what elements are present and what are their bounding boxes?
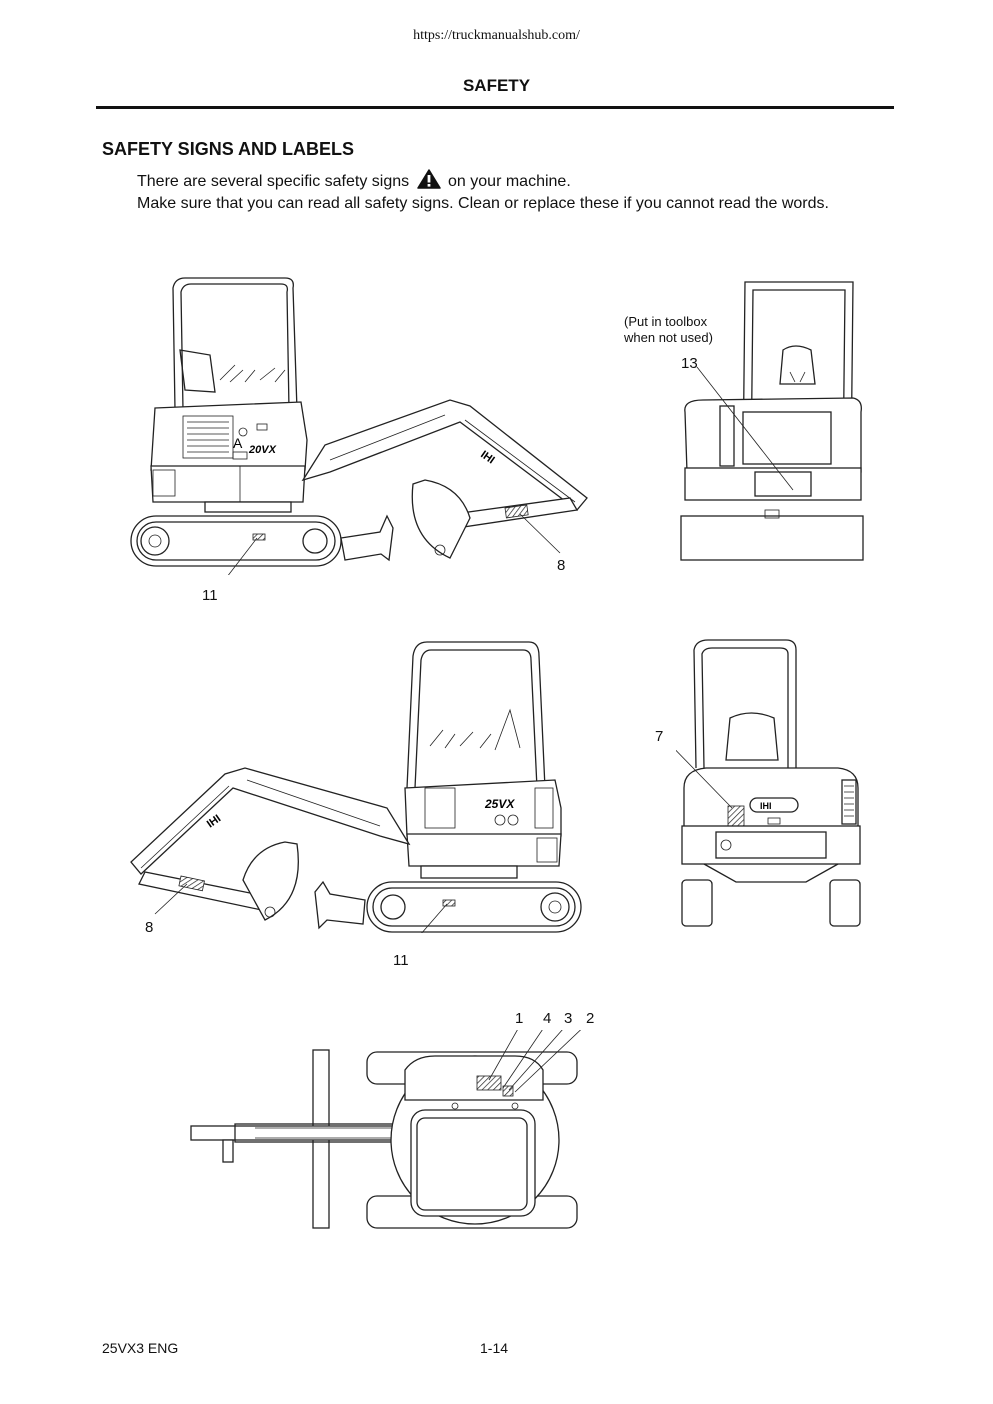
excavator-side-view-front-right: A 20VX IHI xyxy=(130,277,588,575)
svg-text:IHI: IHI xyxy=(205,813,223,831)
header-rule xyxy=(96,106,894,109)
callout-11-lower: 11 xyxy=(393,952,409,969)
instruction-paragraph: Make sure that you can read all safety s… xyxy=(137,195,829,212)
page-number: 1-14 xyxy=(480,1340,509,1356)
model-mark-25vx: 25VX xyxy=(484,797,515,811)
excavator-rear-view-upper xyxy=(680,281,864,561)
callout-8-lower: 8 xyxy=(145,919,154,936)
intro-paragraph: There are several specific safety signs … xyxy=(137,169,892,196)
warning-triangle-icon xyxy=(416,169,441,196)
toolbox-note-line2: when not used) xyxy=(624,330,713,345)
toolbox-note: (Put in toolbox when not used) xyxy=(624,314,713,346)
excavator-side-view-front-left: 25VX IHI xyxy=(130,641,582,933)
svg-text:IHI: IHI xyxy=(478,449,496,467)
section-title: SAFETY SIGNS AND LABELS xyxy=(102,139,355,159)
callout-3: 3 xyxy=(564,1010,573,1027)
page-header: SAFETY xyxy=(462,76,531,95)
intro-text-after: on your machine. xyxy=(448,173,571,190)
excavator-top-view xyxy=(190,1030,582,1229)
callout-7: 7 xyxy=(655,728,664,745)
callout-13: 13 xyxy=(681,355,698,372)
callout-8-upper: 8 xyxy=(557,557,566,574)
callout-4: 4 xyxy=(543,1010,552,1027)
callout-2: 2 xyxy=(586,1010,595,1027)
callout-11-upper: 11 xyxy=(202,587,218,604)
source-url: https://truckmanualshub.com/ xyxy=(413,28,580,43)
intro-text-before: There are several specific safety signs xyxy=(137,173,410,190)
excavator-rear-view-lower: IHI xyxy=(676,639,861,927)
callout-1: 1 xyxy=(515,1010,524,1027)
toolbox-note-line1: (Put in toolbox xyxy=(624,314,708,329)
svg-text:IHI: IHI xyxy=(760,801,772,811)
document-code: 25VX3 ENG xyxy=(102,1340,179,1356)
model-mark-20vx: 20VX xyxy=(248,444,277,456)
mark-a: A xyxy=(233,435,243,451)
